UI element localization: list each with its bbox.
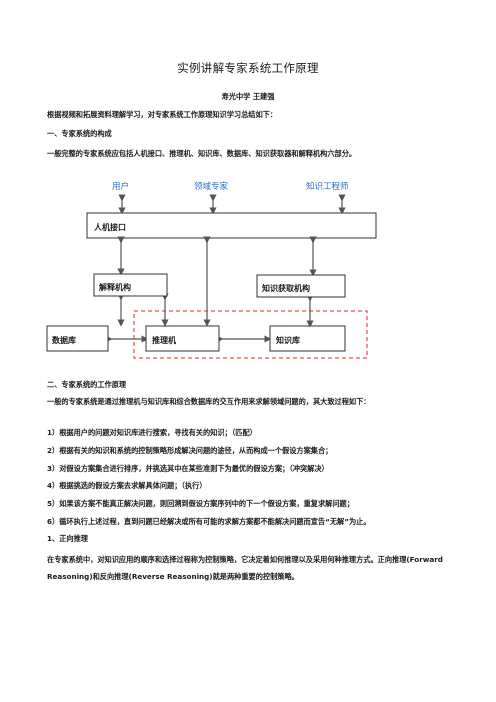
step-2: 2）根据有关的知识和系统的控制策略形成解决问题的途径，从而构成一个假设方案集合；	[47, 446, 333, 455]
paragraph-control-strategy: 在专家系统中，对知识应用的顺序和选择过程称为控制策略，它决定着如何推理以及采用何…	[47, 555, 443, 581]
inference-label: 推理机	[152, 335, 176, 345]
kb-label: 知识库	[276, 335, 300, 345]
step-5: 5）如果该方案不能真正解决问题，则回溯到假设方案序列中的下一个假设方案，重复求解…	[47, 499, 354, 508]
middle-arrows	[105, 236, 317, 343]
label-user: 用户	[112, 181, 129, 192]
step-1: 1）根据用户的问题对知识库进行搜索，寻找有关的知识；（匹配）	[47, 428, 257, 437]
doc-title: 实例讲解专家系统工作原理	[177, 61, 319, 75]
paragraph-process: 一般的专家系统是通过推理机与知识库和综合数据库的交互作用来求解领域问题的，其大致…	[47, 397, 371, 406]
step-4: 4）根据挑选的假设方案去求解具体问题；（执行）	[47, 481, 207, 490]
step-6: 6）循环执行上述过程，直到问题已经解决或所有可能的求解方案都不能解决问题而宣告“…	[47, 517, 371, 526]
paragraph-composition: 一般完整的专家系统应包括人机接口、推理机、知识库、数据库、知识获取器和解释机构六…	[47, 149, 357, 158]
label-domain-expert: 领域专家	[194, 181, 229, 192]
label-knowledge-engineer: 知识工程师	[306, 181, 349, 192]
section-heading-2: 二、专家系统的工作原理	[47, 380, 127, 389]
database-box	[46, 325, 109, 352]
acquire-label: 知识获取机构	[262, 283, 310, 293]
subheading-forward-reasoning: 1、正向推理	[47, 534, 88, 543]
hmi-label: 人机接口	[94, 222, 126, 232]
top-arrows	[118, 194, 346, 215]
intro-paragraph: 根据视频和拓展资料理解学习，对专家系统工作原理知识学习总结如下：	[47, 110, 278, 119]
step-3: 3）对假设方案集合进行排序，并挑选其中在某些准则下为最优的假设方案；（冲突解决）	[47, 464, 329, 473]
section-heading-1: 一、专家系统的构成	[47, 129, 112, 138]
acquire-box	[256, 274, 346, 298]
doc-author: 寿光中学 王建强	[221, 92, 275, 101]
inference-box	[145, 325, 220, 352]
hmi-box	[86, 212, 377, 239]
explain-box	[93, 273, 168, 297]
kb-box	[269, 325, 346, 352]
explain-label: 解释机构	[99, 282, 131, 292]
database-label: 数据库	[52, 335, 76, 345]
